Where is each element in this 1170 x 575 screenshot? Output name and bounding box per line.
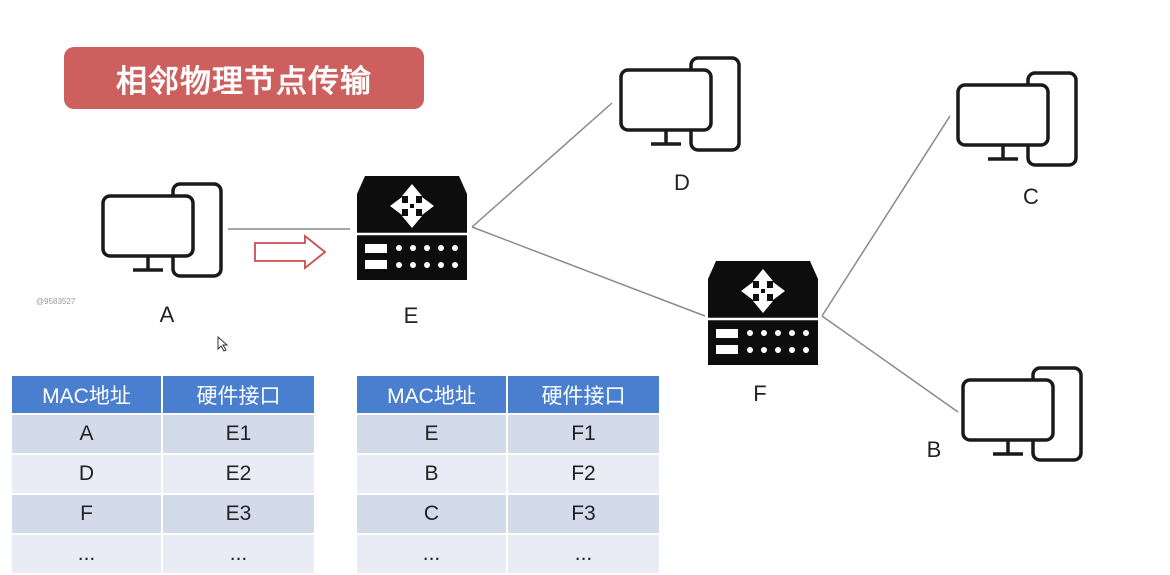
- mac-cell: C: [357, 495, 508, 535]
- interface-cell: E2: [163, 455, 314, 495]
- table-row: E F1: [357, 415, 659, 455]
- mac-cell: F: [12, 495, 163, 535]
- computer-icon: [961, 366, 1083, 462]
- node-label-d: D: [674, 170, 690, 195]
- mac-cell: E: [357, 415, 508, 455]
- interface-cell: F2: [508, 455, 659, 495]
- interface-cell: E1: [163, 415, 314, 455]
- computer-icon: [956, 71, 1078, 167]
- column-header-interface: 硬件接口: [508, 376, 659, 415]
- watermark: @9583527: [36, 297, 76, 306]
- link-f-b: [821, 315, 959, 413]
- column-header-mac: MAC地址: [12, 376, 163, 415]
- table-row: F E3: [12, 495, 314, 535]
- mac-table-f: MAC地址 硬件接口 E F1 B F2 C F3 ... ...: [357, 376, 659, 575]
- computer-icon: [619, 56, 741, 152]
- interface-cell: F3: [508, 495, 659, 535]
- column-header-mac: MAC地址: [357, 376, 508, 415]
- table-header-row: MAC地址 硬件接口: [357, 376, 659, 415]
- column-header-interface: 硬件接口: [163, 376, 314, 415]
- node-label-e: E: [403, 303, 419, 328]
- table-row: ... ...: [357, 535, 659, 575]
- interface-cell: E3: [163, 495, 314, 535]
- table-header-row: MAC地址 硬件接口: [12, 376, 314, 415]
- page-title: 相邻物理节点传输: [116, 63, 372, 100]
- title-banner: 相邻物理节点传输: [64, 47, 424, 109]
- mouse-cursor-icon: [217, 335, 229, 352]
- table-row: C F3: [357, 495, 659, 535]
- interface-cell: F1: [508, 415, 659, 455]
- mac-cell: B: [357, 455, 508, 495]
- table-row: D E2: [12, 455, 314, 495]
- arrow-right-icon: [254, 234, 327, 270]
- table-row: B F2: [357, 455, 659, 495]
- link-f-c: [821, 115, 951, 317]
- node-label-a: A: [159, 302, 175, 327]
- node-label-b: B: [926, 437, 942, 462]
- node-label-f: F: [753, 381, 767, 406]
- mac-cell: ...: [357, 535, 508, 575]
- node-label-c: C: [1023, 184, 1039, 209]
- table-row: ... ...: [12, 535, 314, 575]
- mac-table-e: MAC地址 硬件接口 A E1 D E2 F E3 ... ...: [12, 376, 314, 575]
- table-row: A E1: [12, 415, 314, 455]
- router-icon: [706, 259, 820, 367]
- router-icon: [355, 174, 469, 282]
- mac-cell: ...: [12, 535, 163, 575]
- mac-cell: A: [12, 415, 163, 455]
- link-e-f: [471, 226, 706, 317]
- computer-icon: [101, 182, 223, 278]
- link-e-d: [471, 102, 613, 228]
- interface-cell: ...: [508, 535, 659, 575]
- interface-cell: ...: [163, 535, 314, 575]
- mac-cell: D: [12, 455, 163, 495]
